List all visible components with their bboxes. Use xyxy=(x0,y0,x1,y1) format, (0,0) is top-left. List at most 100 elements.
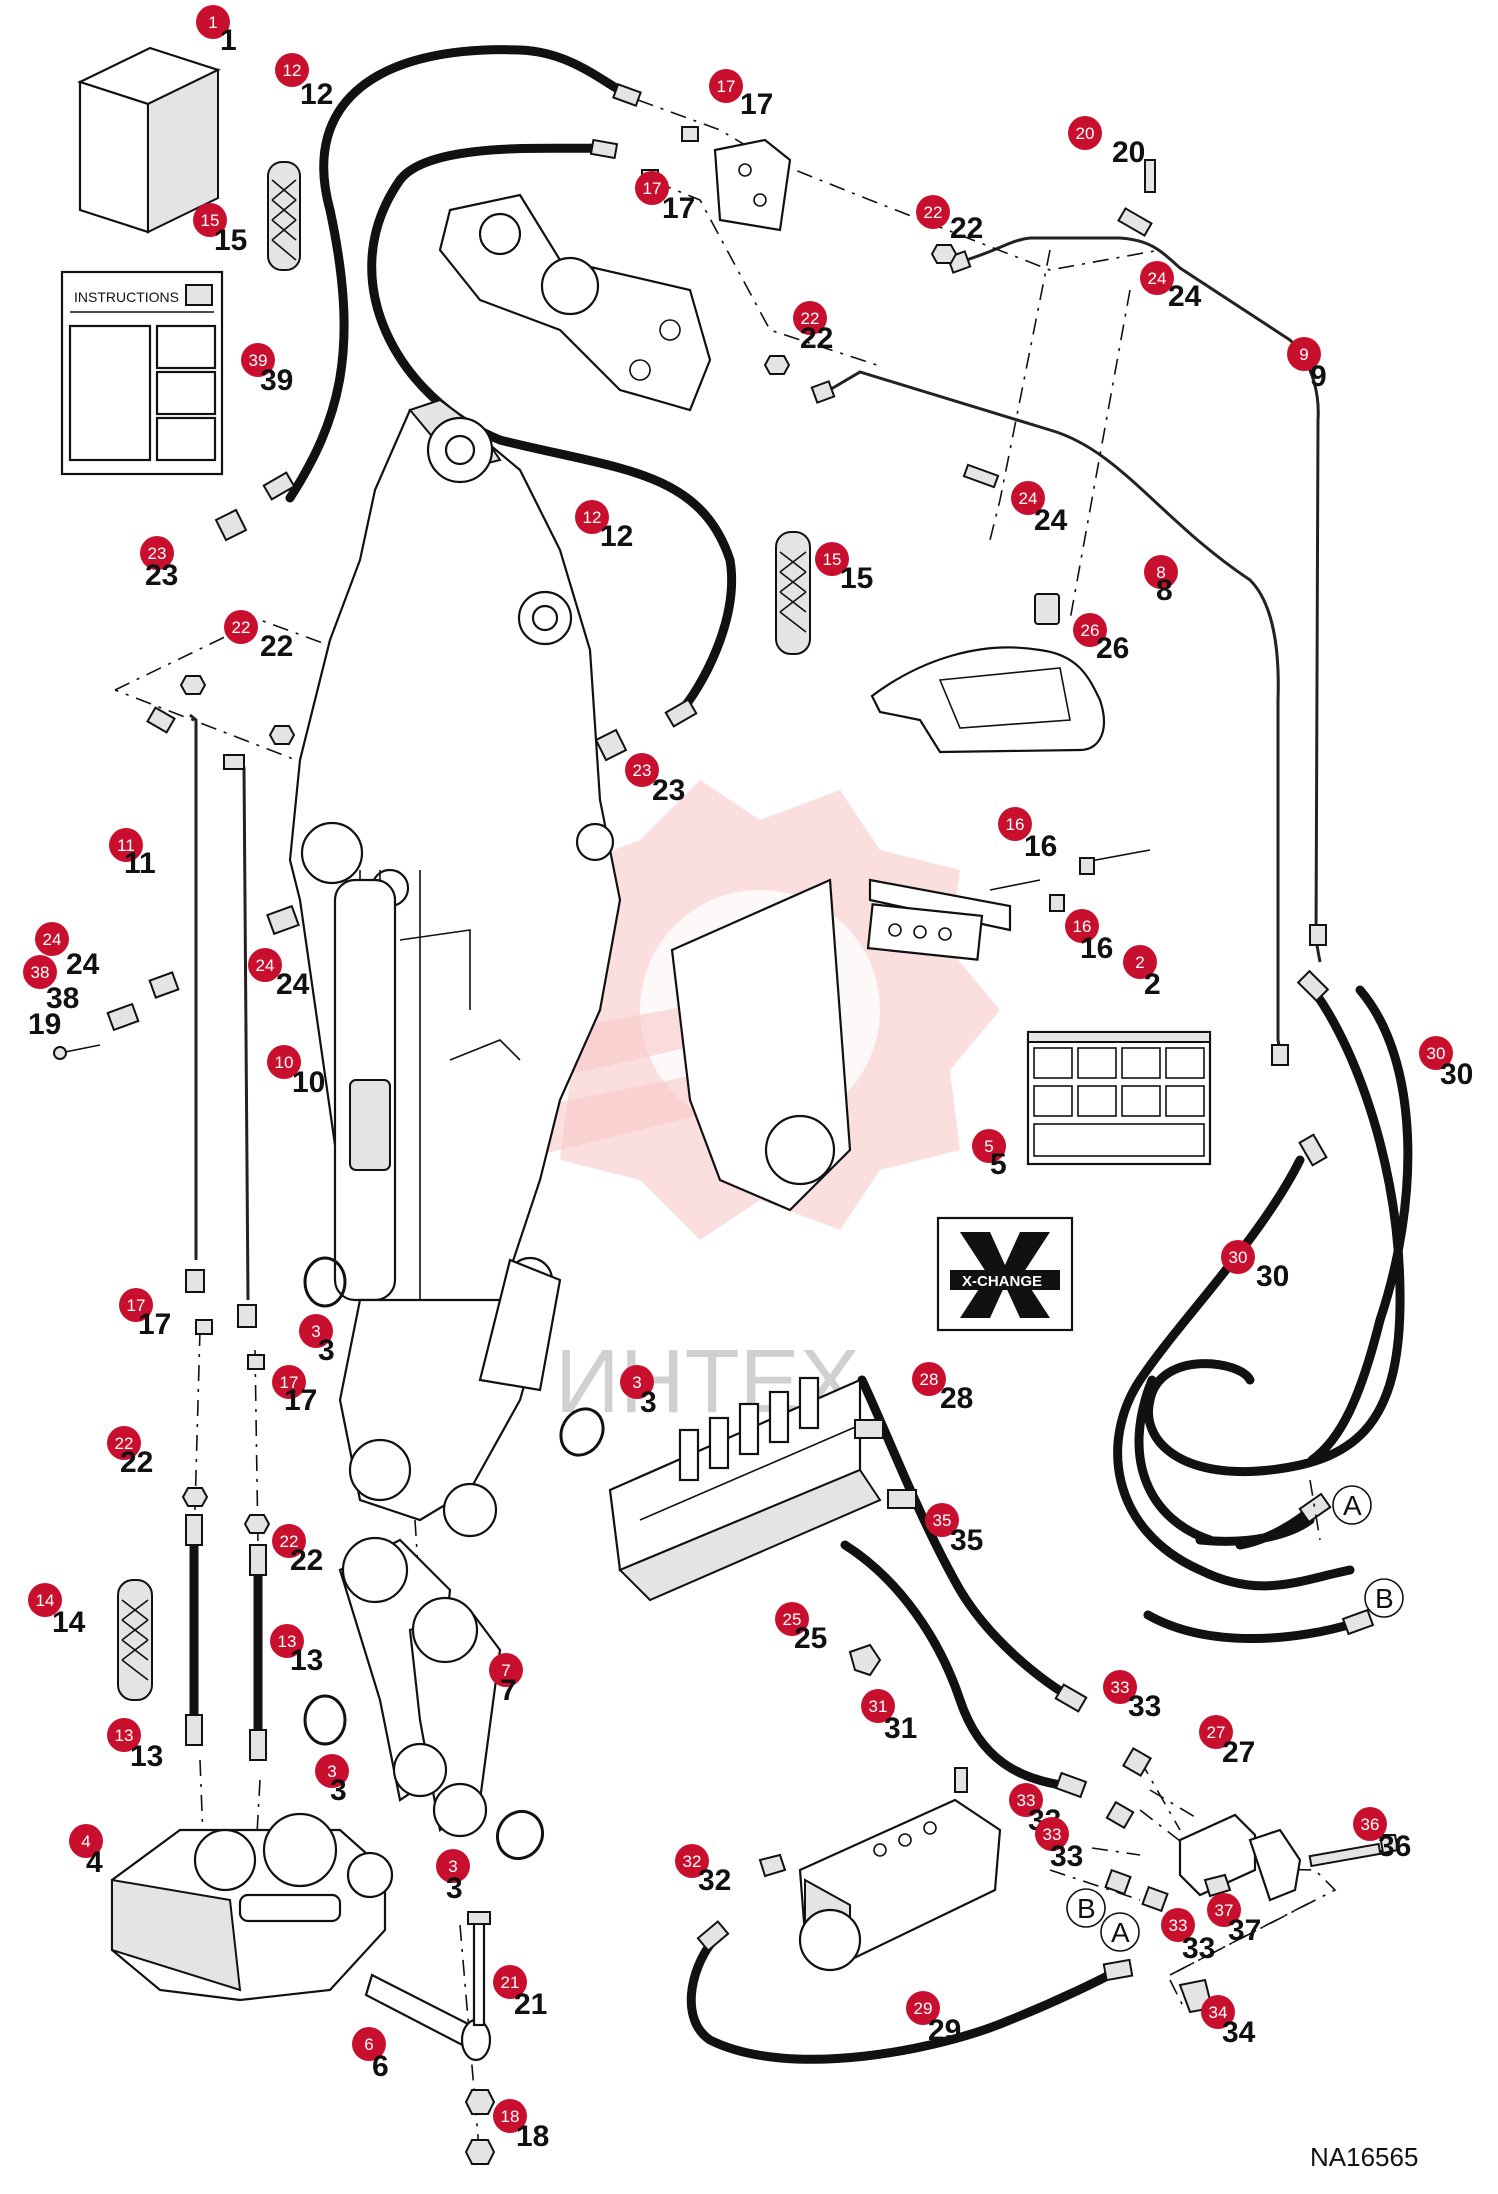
side-panels xyxy=(670,593,1151,1212)
callout-badge-text: 34 xyxy=(1209,2003,1228,2022)
callout-badge-text: 25 xyxy=(783,1610,802,1629)
callout-badge-24 xyxy=(248,948,282,982)
callout-badge-22 xyxy=(272,1524,306,1558)
rigid-tubes xyxy=(146,236,1327,1328)
callout-label-22: 22 xyxy=(120,1446,153,1479)
callout-badge-11 xyxy=(109,828,143,862)
callout-badge-text: 36 xyxy=(1361,1815,1380,1834)
callout-label-20: 20 xyxy=(1112,136,1145,169)
callout-label-11: 11 xyxy=(124,847,156,880)
callout-badge-3 xyxy=(299,1314,333,1348)
callout-label-35: 35 xyxy=(950,1524,983,1557)
callout-badge-text: 22 xyxy=(924,203,943,222)
callout-badge-text: 33 xyxy=(1043,1825,1062,1844)
mount-plates xyxy=(195,126,792,1370)
callout-label-22: 22 xyxy=(800,322,833,355)
callout-label-4: 4 xyxy=(86,1846,103,1879)
callout-label-24: 24 xyxy=(1034,504,1068,537)
callout-label-9: 9 xyxy=(1310,360,1327,393)
callout-badge-17 xyxy=(272,1365,306,1399)
callout-badge-17 xyxy=(709,69,743,103)
callout-label-17: 17 xyxy=(138,1308,171,1341)
callout-badge-23 xyxy=(625,753,659,787)
callout-label-19: 19 xyxy=(28,1008,61,1041)
callout-badge-13 xyxy=(270,1624,304,1658)
callout-label-39: 39 xyxy=(260,364,293,397)
callout-badge-text: 11 xyxy=(117,836,135,855)
callout-badge-text: 24 xyxy=(1019,489,1038,508)
callout-badge-text: 9 xyxy=(1299,345,1308,364)
callout-label-6: 6 xyxy=(372,2050,389,2083)
callout-badge-5 xyxy=(972,1129,1006,1163)
port-label-a-lower: A xyxy=(1111,1917,1130,1948)
callout-badge-text: 38 xyxy=(31,963,50,982)
boom-arm xyxy=(288,398,622,1538)
callout-badge-29 xyxy=(906,1991,940,2025)
callout-badge-text: 14 xyxy=(36,1591,55,1610)
callout-badge-3 xyxy=(315,1754,349,1788)
callout-label-26: 26 xyxy=(1096,632,1129,665)
reference-code: NA16565 xyxy=(1310,2142,1418,2172)
link-bracket xyxy=(338,1536,502,1838)
callout-badge-text: 30 xyxy=(1229,1248,1248,1267)
callout-badge-20 xyxy=(1068,116,1102,150)
callout-badge-text: 26 xyxy=(1081,621,1100,640)
port-label-a: A xyxy=(1343,1490,1362,1521)
callout-badge-text: 24 xyxy=(43,930,62,949)
port-markers: A B B A xyxy=(1066,1485,1404,1952)
callout-badge-30 xyxy=(1221,1240,1255,1274)
callout-badge-7 xyxy=(489,1653,523,1687)
sleeve-part xyxy=(267,161,811,655)
callout-label-22: 22 xyxy=(950,212,983,245)
callout-badge-text: 30 xyxy=(1427,1044,1446,1063)
callout-label-25: 25 xyxy=(794,1622,827,1655)
callout-badge-22 xyxy=(224,610,258,644)
callout-badge-35 xyxy=(925,1503,959,1537)
callout-badge-30 xyxy=(1419,1036,1453,1070)
decal-sheet xyxy=(1026,1030,1212,1166)
callout-label-22: 22 xyxy=(290,1544,323,1577)
callout-badge-16 xyxy=(998,807,1032,841)
callout-badge-text: 4 xyxy=(81,1832,90,1851)
callout-badge-32 xyxy=(675,1844,709,1878)
callout-label-17: 17 xyxy=(284,1384,317,1417)
callout-badge-text: 3 xyxy=(327,1762,336,1781)
callout-label-36: 36 xyxy=(1378,1830,1411,1863)
callout-badge-text: 2 xyxy=(1135,953,1144,972)
callout-badge-text: 22 xyxy=(801,309,820,328)
callout-badge-text: 17 xyxy=(280,1373,299,1392)
callout-badge-text: 6 xyxy=(364,2035,373,2054)
callout-label-27: 27 xyxy=(1222,1736,1255,1769)
callout-badge-text: 7 xyxy=(501,1661,510,1680)
callout-label-15: 15 xyxy=(840,562,873,595)
callout-badge-text: 27 xyxy=(1207,1723,1226,1742)
callout-label-23: 23 xyxy=(145,559,178,592)
callout-label-12: 12 xyxy=(300,78,333,111)
coupler-bracket xyxy=(110,1812,394,2002)
callout-badge-text: 15 xyxy=(823,550,842,569)
diverter-valve xyxy=(1104,1746,1400,2014)
callout-badge-15 xyxy=(815,542,849,576)
callout-badge-21 xyxy=(493,1965,527,1999)
callout-label-3: 3 xyxy=(640,1386,657,1419)
callout-badge-22 xyxy=(916,195,950,229)
callout-badge-3 xyxy=(436,1849,470,1883)
callout-badge-12 xyxy=(275,53,309,87)
callout-label-24: 24 xyxy=(276,968,310,1001)
callout-badge-text: 13 xyxy=(115,1726,134,1745)
callout-badge-text: 28 xyxy=(920,1370,939,1389)
callout-badge-text: 20 xyxy=(1076,124,1095,143)
callout-label-3: 3 xyxy=(330,1774,347,1807)
callout-label-15: 15 xyxy=(214,224,247,257)
callout-badge-text: 31 xyxy=(869,1697,888,1716)
callout-label-38: 38 xyxy=(46,982,79,1015)
callout-badge-24 xyxy=(1140,261,1174,295)
callout-badge-16 xyxy=(1065,909,1099,943)
callout-badge-17 xyxy=(635,171,669,205)
decal-logo-text: X-CHANGE xyxy=(962,1273,1042,1290)
callout-badge-text: 24 xyxy=(1148,269,1167,288)
callout-badge-23 xyxy=(140,536,174,570)
callout-badge-9 xyxy=(1287,337,1321,371)
